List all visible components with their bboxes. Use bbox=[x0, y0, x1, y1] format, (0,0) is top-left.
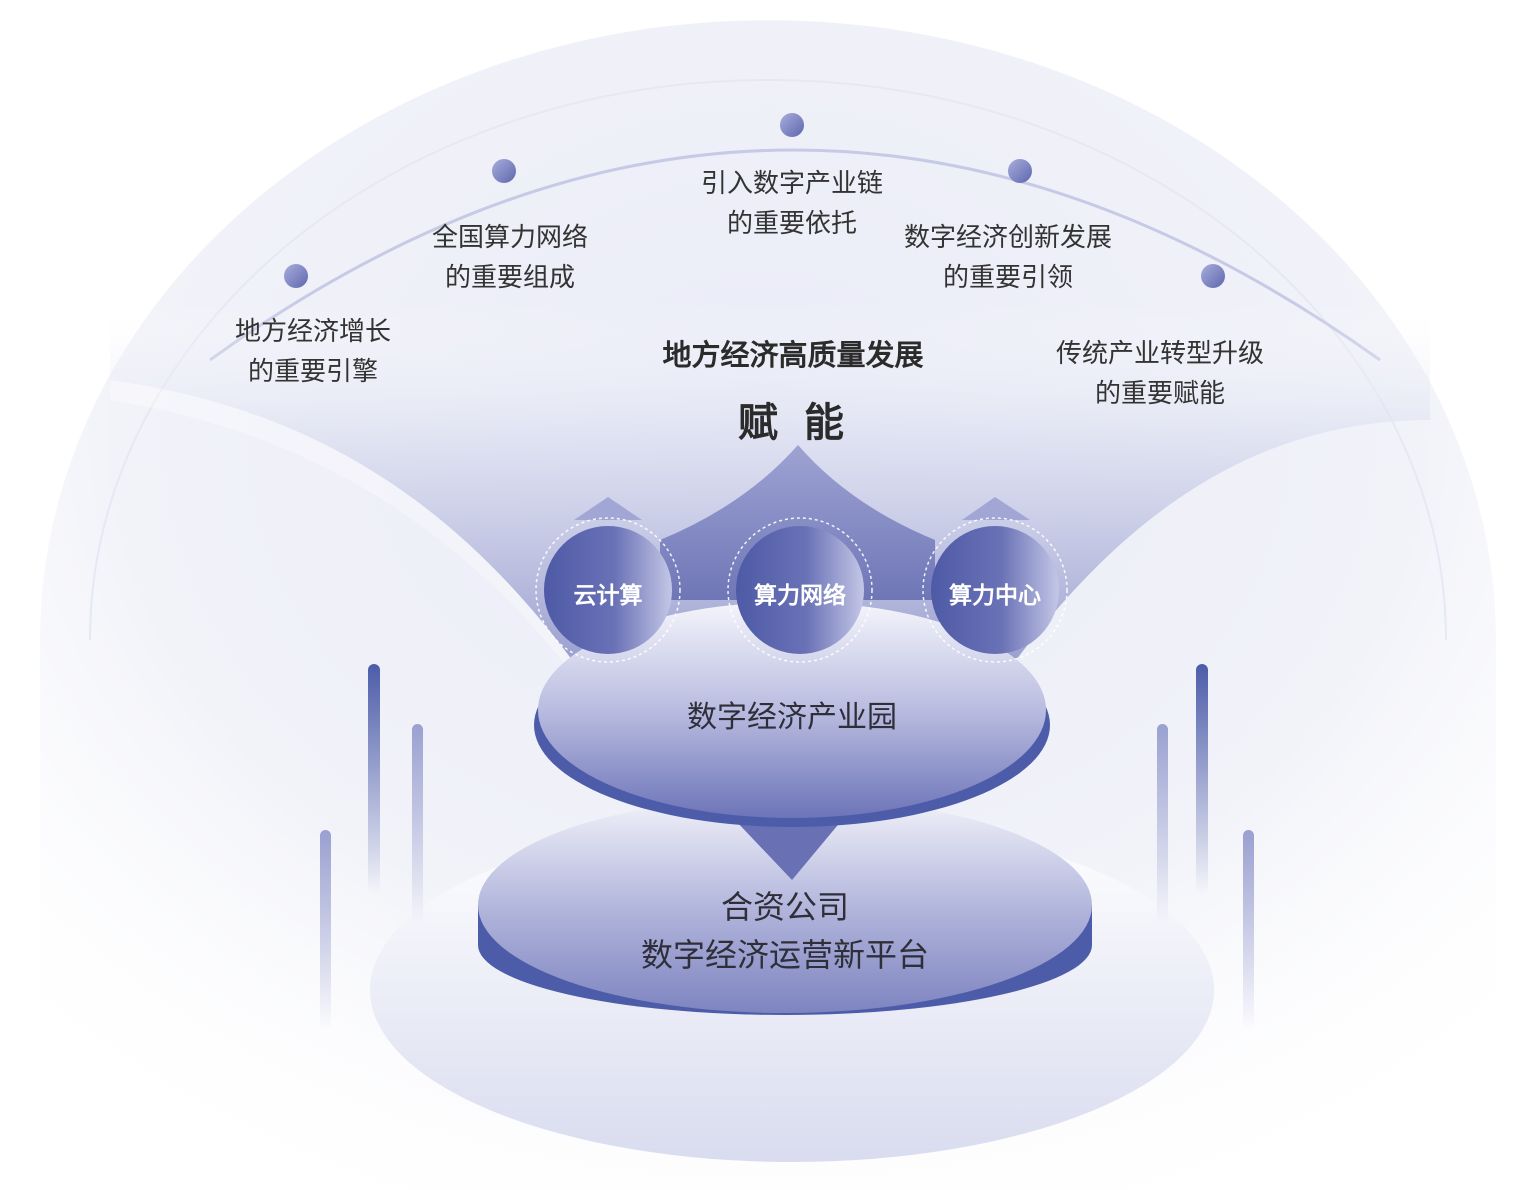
benefit-line: 数字经济创新发展 bbox=[903, 223, 1112, 253]
arc-dot bbox=[1201, 264, 1225, 288]
platform-line: 数字经济运营新平台 bbox=[640, 936, 929, 974]
benefit-line: 的重要组成 bbox=[444, 263, 575, 293]
benefit-label-2: 全国算力网络 的重要组成 bbox=[380, 218, 640, 298]
benefit-label-1: 地方经济增长 的重要引擎 bbox=[183, 312, 443, 392]
goal-title: 地方经济高质量发展 bbox=[662, 338, 924, 372]
empower-label: 赋 能 bbox=[738, 400, 850, 446]
platform-label: 合资公司 数字经济运营新平台 bbox=[575, 883, 995, 979]
arc-dot bbox=[1008, 159, 1032, 183]
benefit-label-5: 传统产业转型升级 的重要赋能 bbox=[1030, 334, 1290, 414]
benefit-label-3: 引入数字产业链 的重要依托 bbox=[662, 164, 922, 244]
park-label: 数字经济产业园 bbox=[687, 700, 897, 735]
benefit-line: 引入数字产业链 bbox=[700, 169, 883, 199]
pillar-cloud-computing: 云计算 bbox=[573, 583, 643, 609]
benefit-label-4: 数字经济创新发展 的重要引领 bbox=[878, 218, 1138, 298]
pillar-compute-center: 算力中心 bbox=[949, 583, 1041, 609]
arc-dot bbox=[492, 159, 516, 183]
benefit-line: 地方经济增长 bbox=[234, 317, 391, 347]
benefit-line: 全国算力网络 bbox=[431, 223, 588, 253]
benefit-line: 的重要赋能 bbox=[1094, 379, 1225, 409]
arc-dot bbox=[780, 113, 804, 137]
arc-dot bbox=[284, 264, 308, 288]
benefit-line: 传统产业转型升级 bbox=[1055, 339, 1264, 369]
benefit-line: 的重要引擎 bbox=[247, 357, 378, 387]
pillar-compute-network: 算力网络 bbox=[754, 583, 846, 609]
benefit-line: 的重要引领 bbox=[942, 263, 1073, 293]
platform-line: 合资公司 bbox=[720, 888, 849, 926]
benefit-line: 的重要依托 bbox=[726, 209, 857, 239]
